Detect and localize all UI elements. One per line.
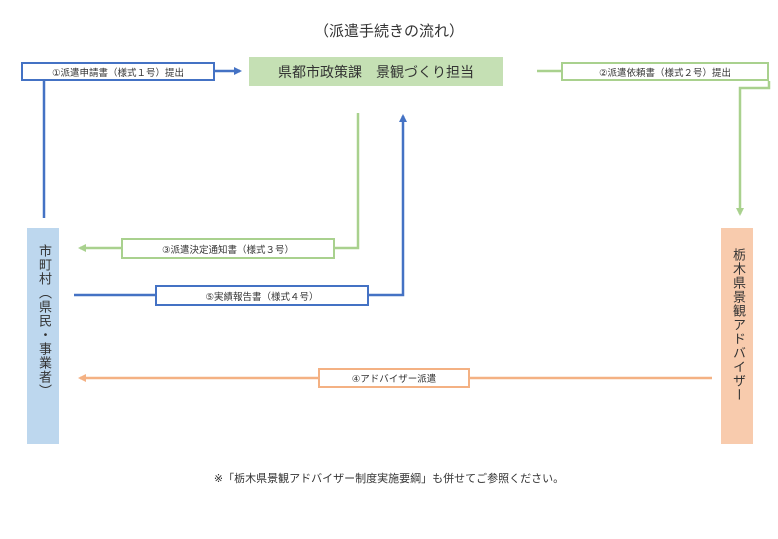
municipality-label: 市町村（県民・事業者） xyxy=(36,244,51,398)
step3-connector xyxy=(335,113,360,250)
diagram-title: （派遣手続きの流れ） xyxy=(313,22,464,40)
step2-label: ②派遣依頼書（様式２号）提出 xyxy=(561,62,769,81)
step5-label: ⑤実績報告書（様式４号） xyxy=(155,285,369,306)
step4-label: ④アドバイザー派遣 xyxy=(318,368,470,388)
step3-label: ③派遣決定通知書（様式３号） xyxy=(121,238,335,259)
step1-label: ①派遣申請書（様式１号）提出 xyxy=(21,62,215,81)
reference-note: ※「栃木県景観アドバイザー制度実施要綱」も併せてご参照ください。 xyxy=(213,472,565,485)
step2-arrow xyxy=(736,81,771,216)
municipality-node: 市町村（県民・事業者） xyxy=(27,228,59,444)
step5-arrow xyxy=(369,114,407,297)
advisor-node: 栃木県景観アドバイザー xyxy=(721,228,753,444)
prefecture-office-node: 県都市政策課 景観づくり担当 xyxy=(249,57,503,86)
advisor-label: 栃木県景観アドバイザー xyxy=(730,248,745,402)
